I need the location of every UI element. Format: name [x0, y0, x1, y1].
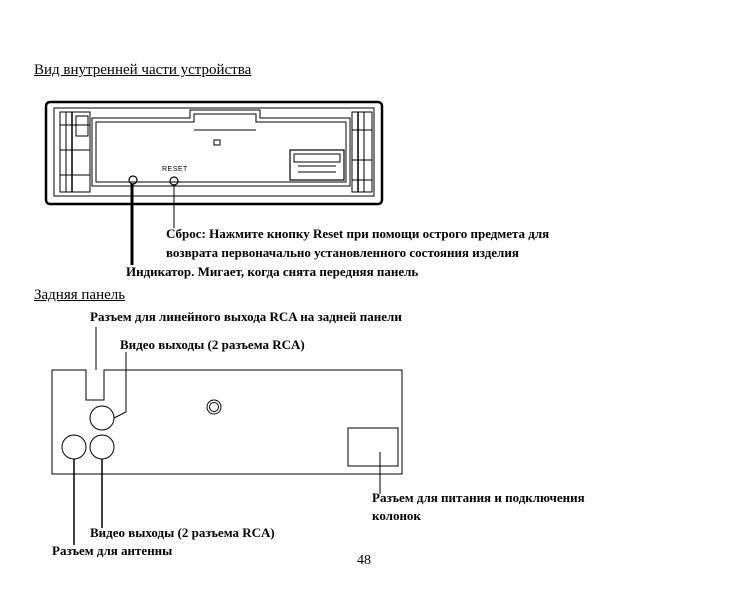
indicator-caption: Индикатор. Мигает, когда снята передняя … [126, 264, 419, 279]
reset-caption-line2: возврата первоначально установленного со… [166, 245, 519, 260]
device-rear-panel [51, 369, 403, 475]
section-heading-inner-view: Вид внутренней части устройства [34, 62, 252, 78]
power-caption-line1: Разъем для питания и подключения [372, 490, 585, 505]
reset-button-label: RESET [162, 166, 188, 173]
video-out-top-caption: Видео выходы (2 разъема RCA) [120, 337, 305, 352]
reset-caption-line1: Сброс: Нажмите кнопку Reset при помощи о… [166, 226, 550, 241]
line-out-caption: Разъем для линейного выхода RCA на задне… [90, 309, 402, 324]
rear-leader-lines [73, 327, 381, 545]
antenna-caption: Разъем для антенны [52, 543, 173, 558]
section-heading-rear-panel: Задняя панель [34, 287, 126, 303]
power-caption-line2: колонок [372, 508, 421, 523]
device-front-panel [44, 100, 384, 206]
video-out-bottom-caption: Видео выходы (2 разъема RCA) [90, 525, 275, 540]
page-number: 48 [357, 553, 371, 568]
